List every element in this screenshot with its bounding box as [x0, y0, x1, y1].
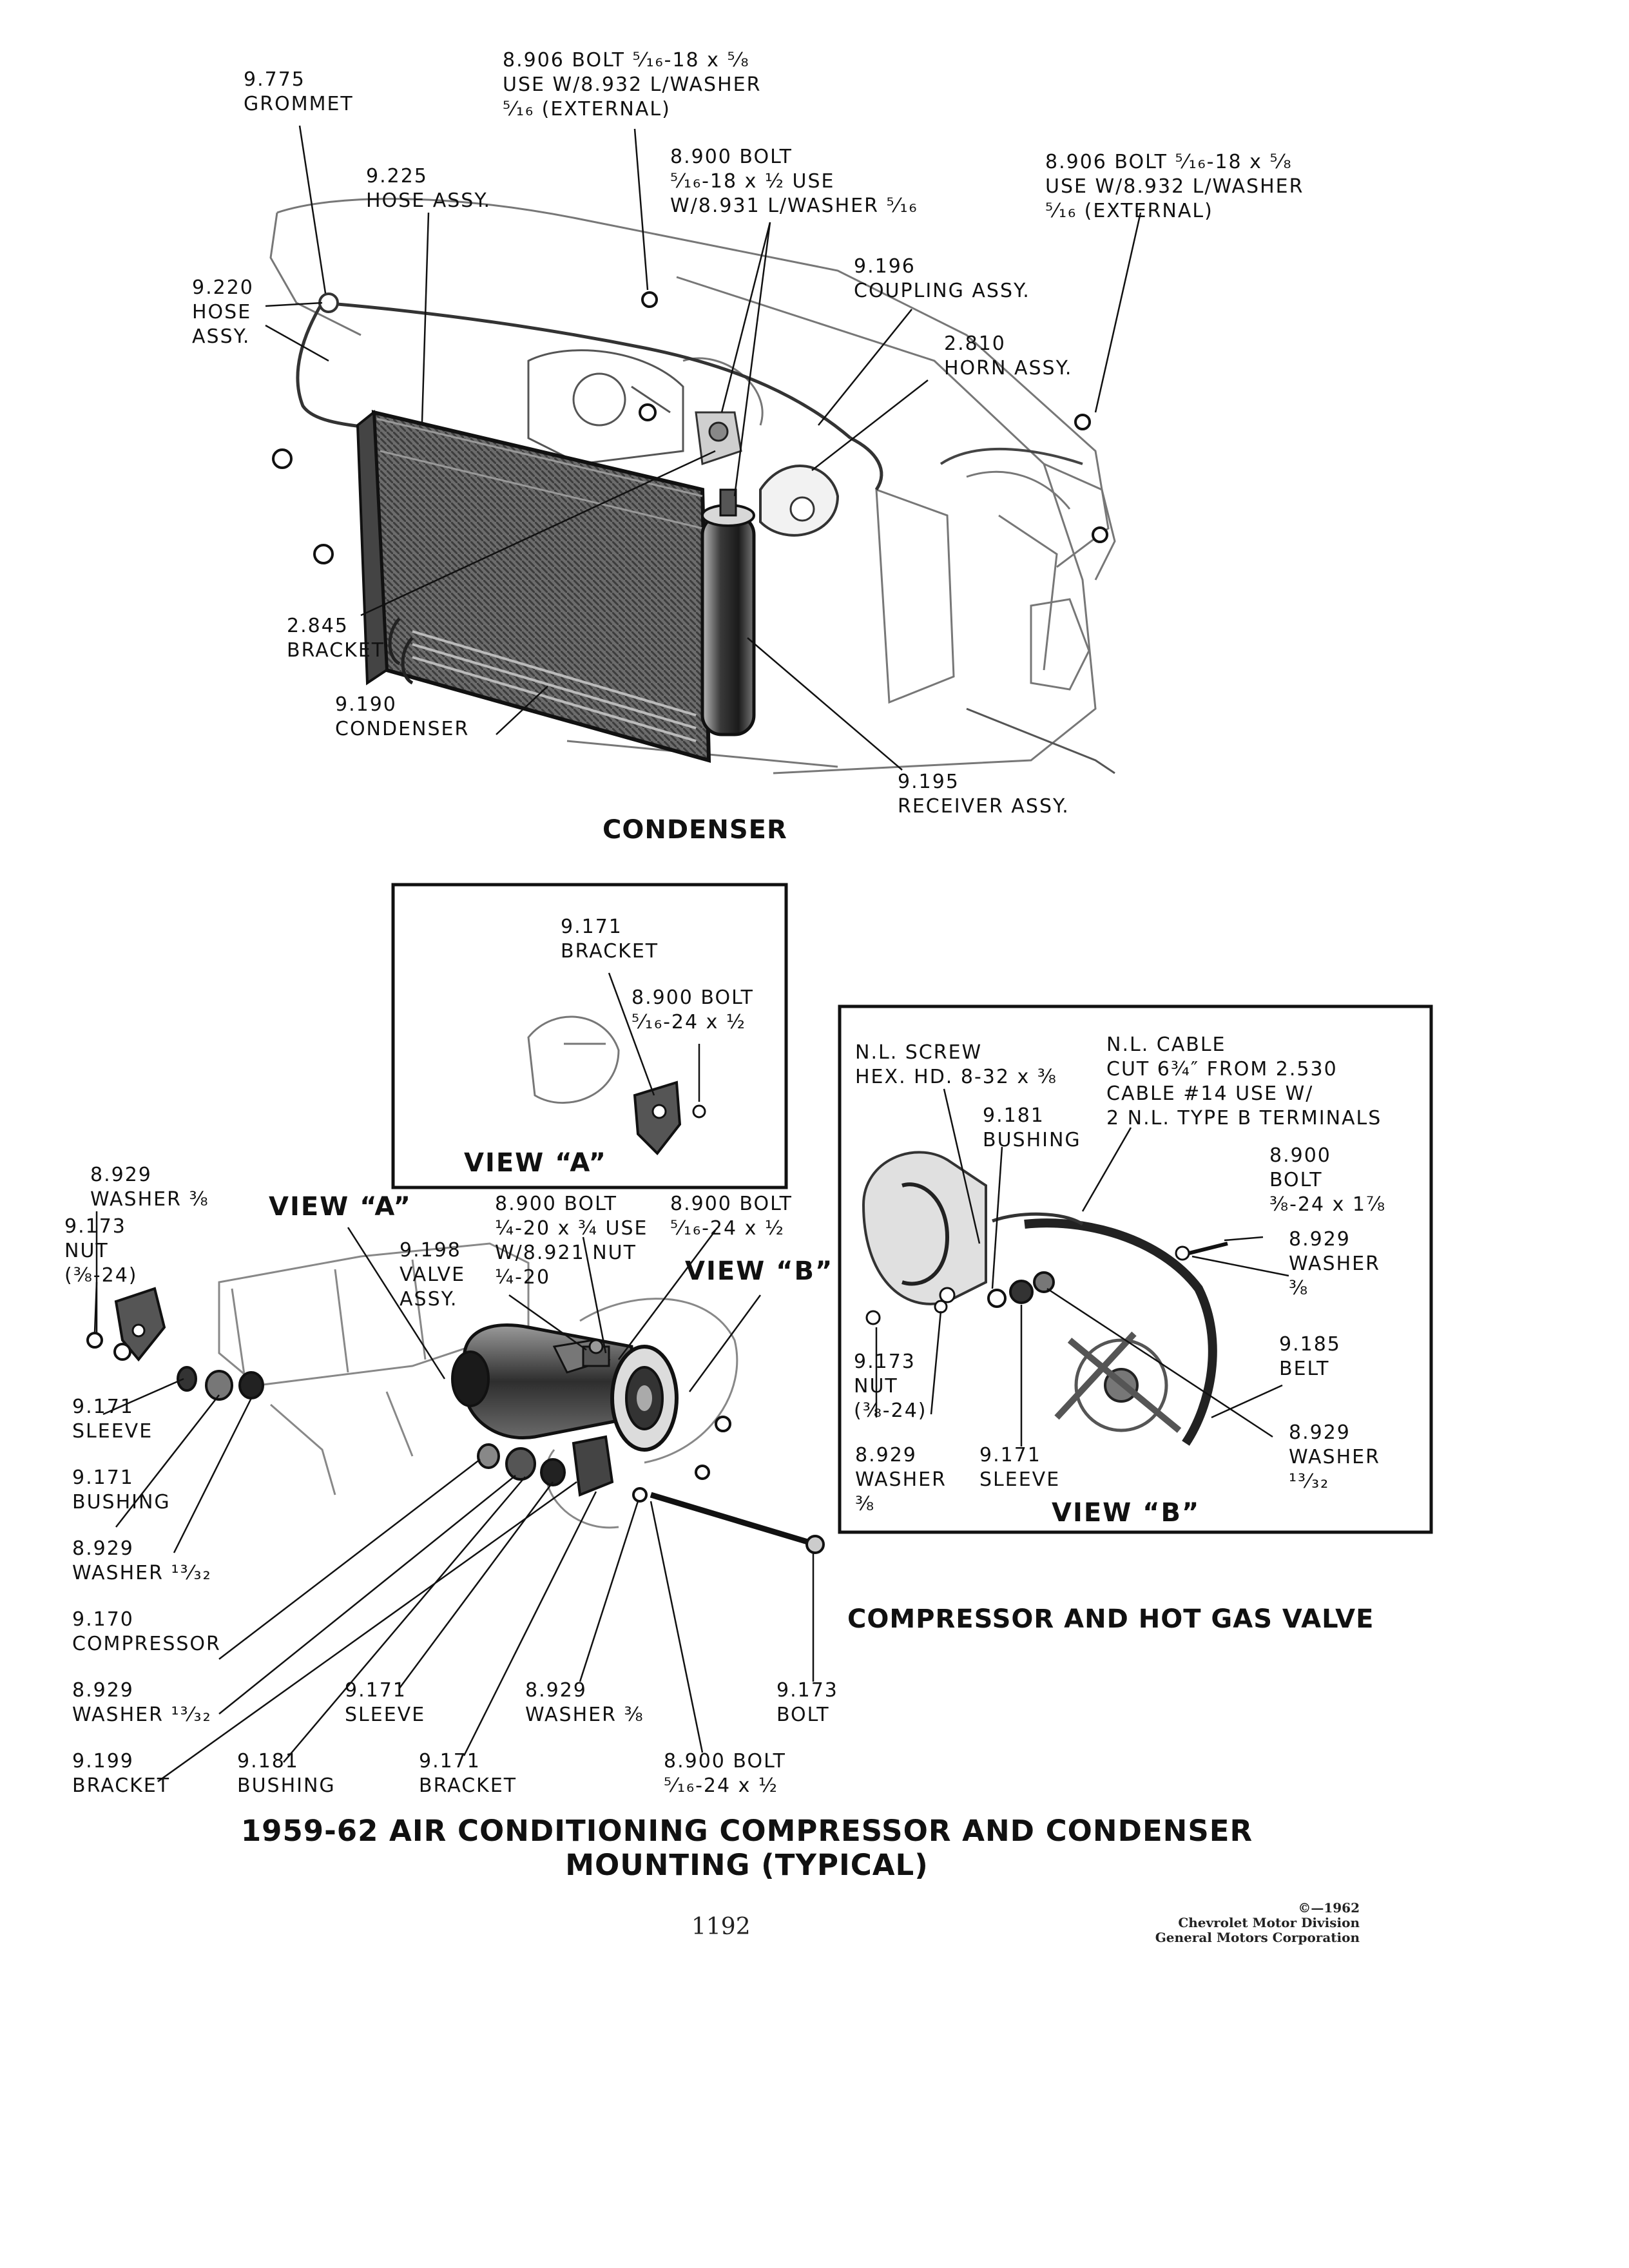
view-b-caption: VIEW “B”	[1052, 1498, 1200, 1528]
compressor	[451, 1323, 679, 1452]
view-b-compressor-detail	[862, 1151, 1228, 1446]
view-a-caption: VIEW “A”	[464, 1148, 607, 1178]
receiver-assembly	[700, 488, 756, 736]
view-a-bracket-detail	[527, 972, 706, 1156]
coupling-assembly	[695, 411, 742, 466]
figure-title: 1959-62 AIR CONDITIONING COMPRESSOR AND …	[240, 1814, 1253, 1882]
compressor-leader-lines	[93, 1211, 815, 1783]
condenser-core	[356, 409, 711, 763]
horn-assembly	[759, 465, 840, 537]
view-b-callout: VIEW “B”	[685, 1256, 834, 1286]
valve-assembly	[582, 1339, 610, 1367]
view-b-leader-lines	[875, 1088, 1289, 1446]
view-a-callout: VIEW “A”	[269, 1192, 412, 1222]
view-b-frame	[838, 1004, 1433, 1534]
engine-fan-shroud	[527, 349, 684, 465]
section-title-compressor: COMPRESSOR AND HOT GAS VALVE	[847, 1604, 1374, 1634]
radiator-support-upper	[940, 447, 1083, 465]
copyright-notice: ©—1962 Chevrolet Motor Division General …	[1155, 1900, 1360, 1945]
compressor-bracket-parts	[114, 1287, 614, 1497]
spacers-and-washers	[86, 1332, 731, 1503]
long-bolt	[650, 1492, 825, 1554]
page-number: 1192	[691, 1914, 751, 1940]
condenser-fasteners	[272, 291, 1108, 564]
section-title-condenser: CONDENSER	[602, 815, 787, 845]
grommet	[318, 293, 339, 313]
view-a-frame	[391, 883, 788, 1189]
condenser-leader-lines	[265, 125, 1142, 771]
